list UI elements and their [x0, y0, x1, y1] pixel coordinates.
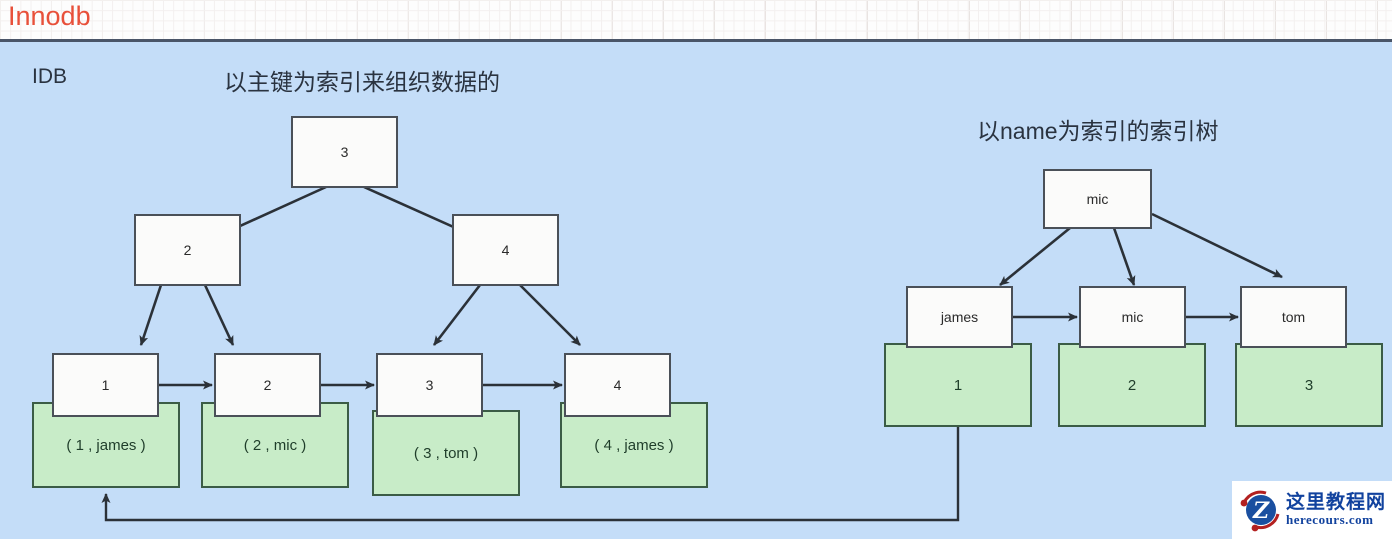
watermark-cn-text: 这里教程网	[1286, 491, 1387, 514]
secondary-tree-heading: 以name为索引的索引树	[977, 118, 1219, 144]
primary-internal-node-2[interactable]: 2	[134, 214, 241, 286]
secondary-root-node[interactable]: mic	[1043, 169, 1152, 229]
svg-text:Z: Z	[1252, 498, 1270, 524]
primary-root-node[interactable]: 3	[291, 116, 398, 188]
secondary-leaf-key-mic[interactable]: mic	[1079, 286, 1186, 348]
idb-label: IDB	[32, 65, 68, 88]
watermark-en-text: herecours.com	[1286, 512, 1374, 528]
primary-leaf-data-3[interactable]: ( 3 , tom )	[372, 410, 520, 496]
primary-leaf-key-1[interactable]: 1	[52, 353, 159, 417]
secondary-leaf-data-2[interactable]: 2	[1058, 343, 1206, 427]
primary-tree-heading: 以主键为索引来组织数据的	[224, 69, 500, 95]
watermark-logo-icon: Z	[1240, 490, 1280, 532]
secondary-leaf-key-james[interactable]: james	[906, 286, 1013, 348]
grid-background-strip	[0, 0, 1392, 41]
primary-leaf-key-3[interactable]: 3	[376, 353, 483, 417]
primary-leaf-key-4[interactable]: 4	[564, 353, 671, 417]
watermark: Z 这里教程网 herecours.com	[1232, 481, 1392, 539]
primary-leaf-key-2[interactable]: 2	[214, 353, 321, 417]
secondary-leaf-data-1[interactable]: 1	[884, 343, 1032, 427]
secondary-leaf-data-3[interactable]: 3	[1235, 343, 1383, 427]
page-title: Innodb	[8, 1, 91, 31]
watermark-text: 这里教程网 herecours.com	[1286, 491, 1387, 528]
secondary-leaf-key-tom[interactable]: tom	[1240, 286, 1347, 348]
primary-internal-node-4[interactable]: 4	[452, 214, 559, 286]
diagram-canvas: 3 2 4 1 2 3 4 ( 1 , james ) ( 2 , mic ) …	[0, 42, 1392, 539]
